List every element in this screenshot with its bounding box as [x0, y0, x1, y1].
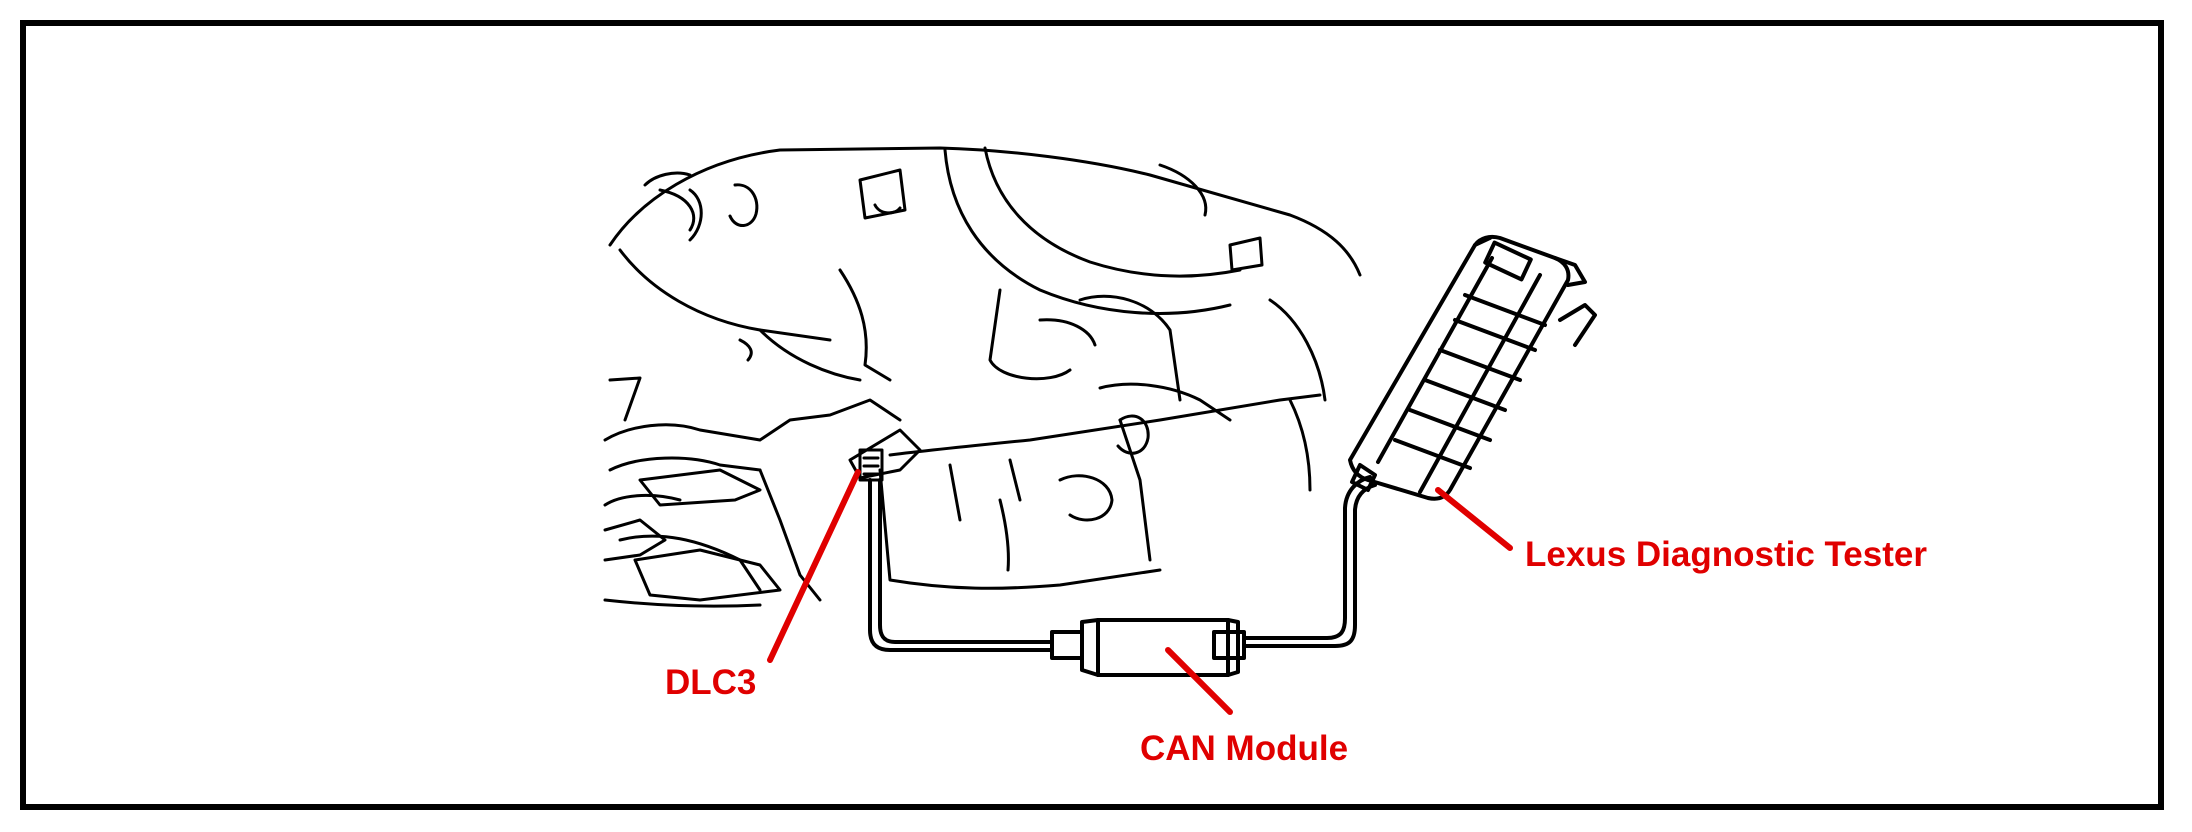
can-module-leader-line [1165, 647, 1233, 715]
can-module-label: CAN Module [1140, 729, 1349, 768]
tester-cable [868, 475, 1377, 652]
leader-lines [767, 469, 1513, 715]
tester-label: Lexus Diagnostic Tester [1525, 535, 1927, 574]
can-module [1050, 618, 1246, 677]
dlc3-label: DLC3 [665, 663, 757, 702]
dlc3-leader-line [767, 469, 861, 663]
tester-leader-line [1435, 487, 1513, 551]
dashboard-sketch [603, 146, 1362, 608]
diagnostic-tester-device [1348, 234, 1597, 501]
diagram-frame [20, 20, 2164, 810]
